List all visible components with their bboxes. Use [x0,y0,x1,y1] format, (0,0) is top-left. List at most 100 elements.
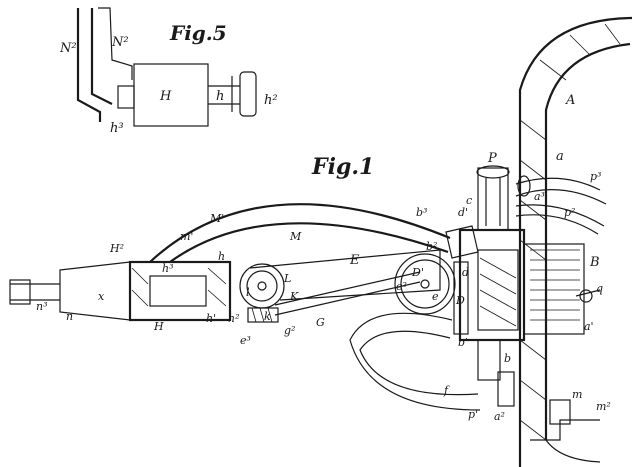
hose-p2-inner [515,214,599,235]
label-l: l [246,286,250,299]
label-K: K [289,290,299,303]
label-h3: h³ [162,262,174,275]
label-a1: a' [584,320,594,333]
pipe-P-cap [476,165,510,179]
pipe-b [477,339,501,381]
label-m2: m² [596,400,611,413]
rack-D [453,261,469,335]
rod-G [274,271,421,306]
fig5-label-H: H [159,89,172,104]
crank-q [579,289,593,303]
fig5-fork-mid [90,8,113,105]
label-b3: b³ [416,206,427,219]
valve-m1 [549,399,571,425]
label-d: d [462,266,469,279]
hose-M [169,222,449,263]
label-H2: H² [109,242,124,255]
label-g2: g² [284,324,295,337]
hose-a-inner [515,189,607,205]
wall-outer-A [518,16,632,467]
gear-l-hub [257,281,267,291]
fig5-knob [239,71,257,117]
tip-n3 [9,279,31,305]
valve-a2 [497,371,515,407]
label-p3: p³ [590,170,601,183]
label-a3: a³ [534,190,545,203]
crank-q-arm [575,289,601,297]
gear-D1 [394,253,456,315]
label-e: e [432,290,439,303]
hose-p2 [515,204,605,227]
fig1-drawing: Fig.1 [9,16,632,467]
body-dark-section [477,249,519,331]
label-e3: e³ [240,334,251,347]
fig1-title: Fig.1 [311,154,374,180]
cylinder-B [523,243,585,335]
label-q: q [596,282,603,295]
pipe-P [477,167,509,231]
label-d1: d' [458,206,468,219]
gear-D1-hub [420,279,430,289]
label-E: E [349,253,360,268]
worm-k [247,307,279,323]
fig5-fork-left [76,8,102,122]
label-A: A [565,93,575,108]
label-h2: h² [228,312,240,325]
arm-E [249,249,441,301]
label-G: G [316,316,325,329]
hose-lower-f2 [349,312,481,411]
label-b2: b² [426,240,437,253]
wall-inner-A [544,42,631,440]
fig5-label-N2b: N² [111,35,129,50]
label-L: L [283,272,291,285]
fig5-fork-right [98,7,133,80]
label-B: B [589,255,600,270]
fig5-label-N2a: N² [59,41,77,56]
hose-a [515,177,601,191]
label-P: P [487,151,497,166]
label-h1: h' [206,312,216,325]
housing-H-inner [149,275,207,307]
cylinder-B-shading [530,249,580,321]
label-M1: M' [209,212,224,225]
label-a: a [556,149,564,164]
fig5-label-h3: h³ [110,121,124,136]
nozzle-a3 [517,175,531,197]
label-M: M [289,230,302,243]
gear-l [246,270,278,302]
housing-H-hatching [131,267,227,307]
label-n3: n³ [36,300,48,313]
label-a2: a² [494,410,505,423]
gear-D1-inner [400,259,450,309]
fig5-drawing: Fig.5 N² N² H h h² h³ [59,7,278,136]
fig5-title: Fig.5 [169,21,227,45]
hose-lower-f [359,330,479,396]
bevel-gear-b2 [445,225,479,259]
label-m: m [572,388,582,401]
label-p2: p² [564,206,575,219]
fig5-label-h2: h² [264,93,278,108]
label-n: n [66,310,73,323]
label-H: H [153,320,164,333]
label-c: c [466,194,472,207]
fig5-label-h: h [216,89,224,104]
label-h: h [218,250,225,263]
fig5-collar [117,85,135,109]
label-m1: m' [180,230,193,243]
label-x: x [98,290,105,303]
label-k: k [264,310,271,323]
lever-m2 [530,419,600,441]
label-D1: D' [411,266,424,279]
label-b1: b' [458,336,468,349]
label-p1: p' [468,408,478,421]
body-hatching [479,257,517,327]
label-b: b [504,352,511,365]
housing-H2 [59,261,131,321]
hose-M1 [149,203,451,263]
wall-inner-bottom [545,439,601,463]
rod-G-lower [274,281,421,316]
label-e2: e² [396,280,407,293]
main-body [458,228,526,342]
label-D: D [455,294,465,307]
